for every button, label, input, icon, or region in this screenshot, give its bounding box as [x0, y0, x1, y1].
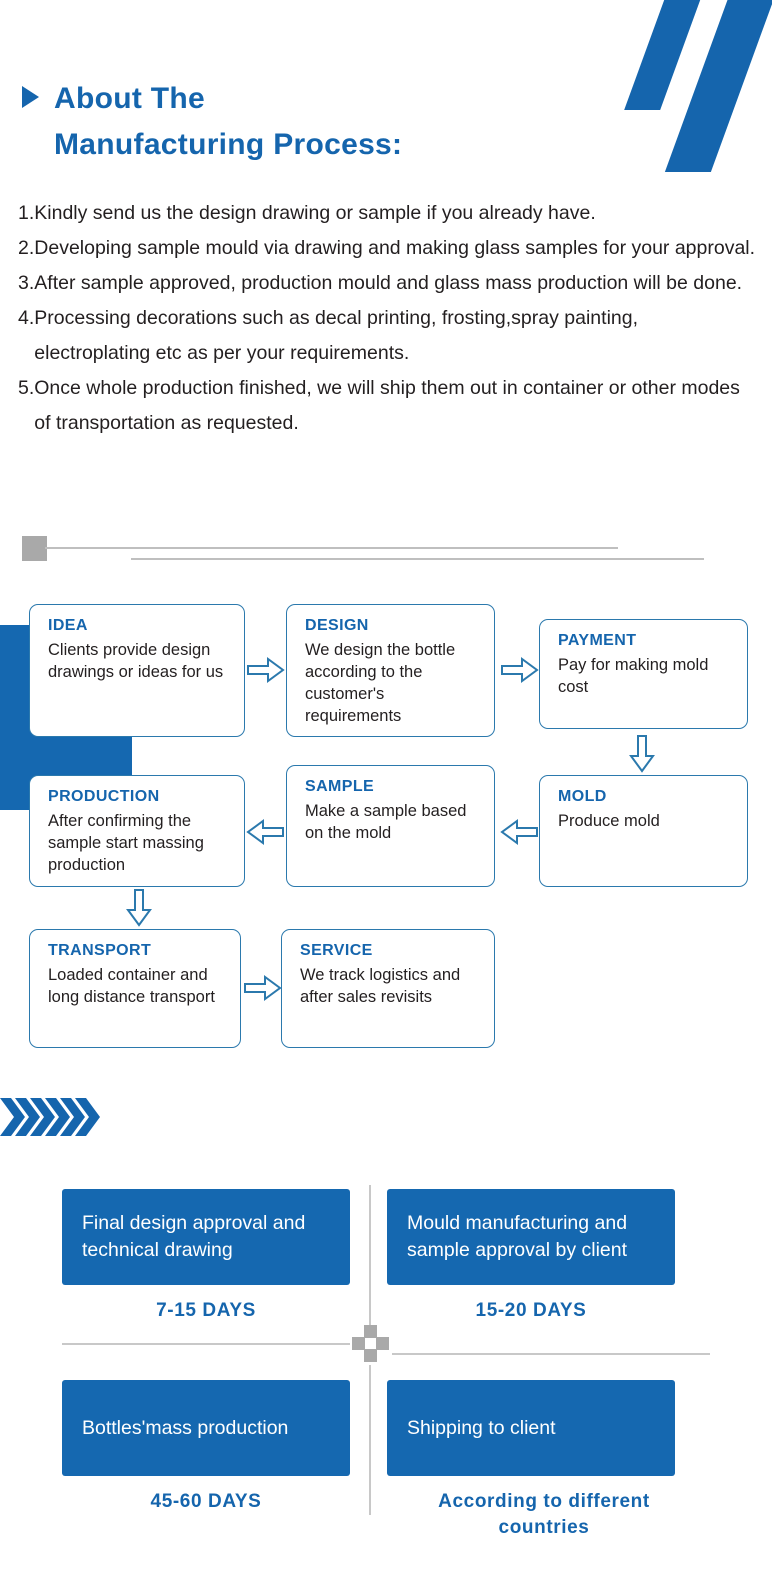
- flow-card-body: Produce mold: [558, 812, 660, 830]
- arrow-left-sample-to-production: [246, 817, 286, 847]
- list-item: 5. Once whole production finished, we wi…: [18, 371, 758, 441]
- arrow-right-transport-to-service: [243, 973, 283, 1003]
- list-item-text: After sample approved, production mould …: [34, 272, 743, 294]
- timeline-days-4: According to different countries: [438, 1491, 650, 1538]
- process-flowchart: IDEA Clients provide design drawings or …: [0, 595, 772, 1065]
- list-item-text: Processing decorations such as decal pri…: [34, 307, 639, 364]
- list-item: 2. Developing sample mould via drawing a…: [18, 231, 758, 266]
- page-title-line-1: About The: [54, 82, 206, 115]
- list-item-number: 5.: [18, 377, 35, 399]
- timeline-days-2: 15-20 DAYS: [475, 1300, 587, 1321]
- list-item-number: 2.: [18, 237, 35, 259]
- flow-card-idea[interactable]: IDEA Clients provide design drawings or …: [29, 604, 245, 737]
- list-item: 3. After sample approved, production mou…: [18, 266, 758, 301]
- flow-card-body: After confirming the sample start massin…: [48, 812, 204, 874]
- logo-slash-short-icon: [624, 0, 704, 110]
- flow-card-title: SAMPLE: [305, 778, 375, 795]
- timeline-box-label: Mould manufacturing and sample approval …: [407, 1212, 628, 1261]
- divider-line-top: [45, 547, 618, 549]
- section-divider: [0, 530, 772, 570]
- flow-card-mold[interactable]: MOLD Produce mold: [539, 775, 748, 887]
- timeline-box-2[interactable]: Mould manufacturing and sample approval …: [387, 1189, 675, 1285]
- flow-card-title: IDEA: [48, 617, 88, 634]
- flow-card-body: Pay for making mold cost: [558, 656, 709, 696]
- timeline-grid: Final design approval and technical draw…: [0, 1175, 772, 1586]
- flow-card-title: SERVICE: [300, 942, 373, 959]
- timeline-days-1: 7-15 DAYS: [156, 1300, 256, 1321]
- arrow-down-production-to-transport: [124, 888, 154, 928]
- arrow-right-design-to-payment: [500, 655, 540, 685]
- flow-card-title: PRODUCTION: [48, 788, 160, 805]
- flow-card-title: MOLD: [558, 788, 607, 805]
- arrow-left-mold-to-sample: [500, 817, 540, 847]
- timeline-box-4[interactable]: Shipping to client: [387, 1380, 675, 1476]
- flow-card-body: We design the bottle according to the cu…: [305, 641, 456, 725]
- page-title-line-2: Manufacturing Process:: [54, 128, 403, 161]
- list-item-number: 4.: [18, 307, 35, 329]
- list-item-text: Kindly send us the design drawing or sam…: [34, 202, 596, 224]
- divider-square-icon: [22, 536, 47, 561]
- grid-divider-vertical-bottom: [369, 1365, 371, 1515]
- flow-card-title: PAYMENT: [558, 632, 637, 649]
- flow-card-payment[interactable]: PAYMENT Pay for making mold cost: [539, 619, 748, 729]
- flow-card-production[interactable]: PRODUCTION After confirming the sample s…: [29, 775, 245, 887]
- grid-center-ornament-icon: [352, 1325, 389, 1362]
- arrow-right-idea-to-design: [246, 655, 286, 685]
- timeline-box-label: Shipping to client: [407, 1416, 556, 1439]
- divider-line-bottom: [131, 558, 704, 560]
- process-steps-list: 1. Kindly send us the design drawing or …: [18, 196, 758, 441]
- flow-card-body: We track logistics and after sales revis…: [300, 966, 461, 1006]
- triangle-bullet-icon: [22, 86, 39, 108]
- flow-card-body: Clients provide design drawings or ideas…: [48, 641, 224, 681]
- list-item-text: Once whole production finished, we will …: [34, 377, 740, 434]
- list-item: 4. Processing decorations such as decal …: [18, 301, 758, 371]
- page-title: About The Manufacturing Process:: [22, 76, 582, 168]
- chevron-arrows-icon: [0, 1092, 120, 1148]
- flow-card-body: Make a sample based on the mold: [305, 802, 467, 842]
- grid-divider-vertical-top: [369, 1185, 371, 1325]
- flow-card-title: DESIGN: [305, 617, 369, 634]
- list-item: 1. Kindly send us the design drawing or …: [18, 196, 758, 231]
- timeline-box-label: Final design approval and technical draw…: [82, 1212, 306, 1261]
- timeline-days-3: 45-60 DAYS: [150, 1491, 262, 1512]
- flow-card-body: Loaded container and long distance trans…: [48, 966, 215, 1006]
- flow-card-title: TRANSPORT: [48, 942, 152, 959]
- flow-card-service[interactable]: SERVICE We track logistics and after sal…: [281, 929, 495, 1048]
- company-logo: [612, 0, 772, 180]
- grid-divider-horizontal-left: [62, 1343, 350, 1345]
- timeline-box-1[interactable]: Final design approval and technical draw…: [62, 1189, 350, 1285]
- list-item-number: 3.: [18, 272, 35, 294]
- timeline-box-label: Bottles'mass production: [82, 1416, 289, 1439]
- list-item-text: Developing sample mould via drawing and …: [34, 237, 756, 259]
- list-item-number: 1.: [18, 202, 35, 224]
- flow-card-sample[interactable]: SAMPLE Make a sample based on the mold: [286, 765, 495, 887]
- grid-divider-horizontal-right: [392, 1353, 710, 1355]
- flow-card-transport[interactable]: TRANSPORT Loaded container and long dist…: [29, 929, 241, 1048]
- flow-card-design[interactable]: DESIGN We design the bottle according to…: [286, 604, 495, 737]
- arrow-down-payment-to-mold: [627, 734, 657, 774]
- timeline-box-3[interactable]: Bottles'mass production: [62, 1380, 350, 1476]
